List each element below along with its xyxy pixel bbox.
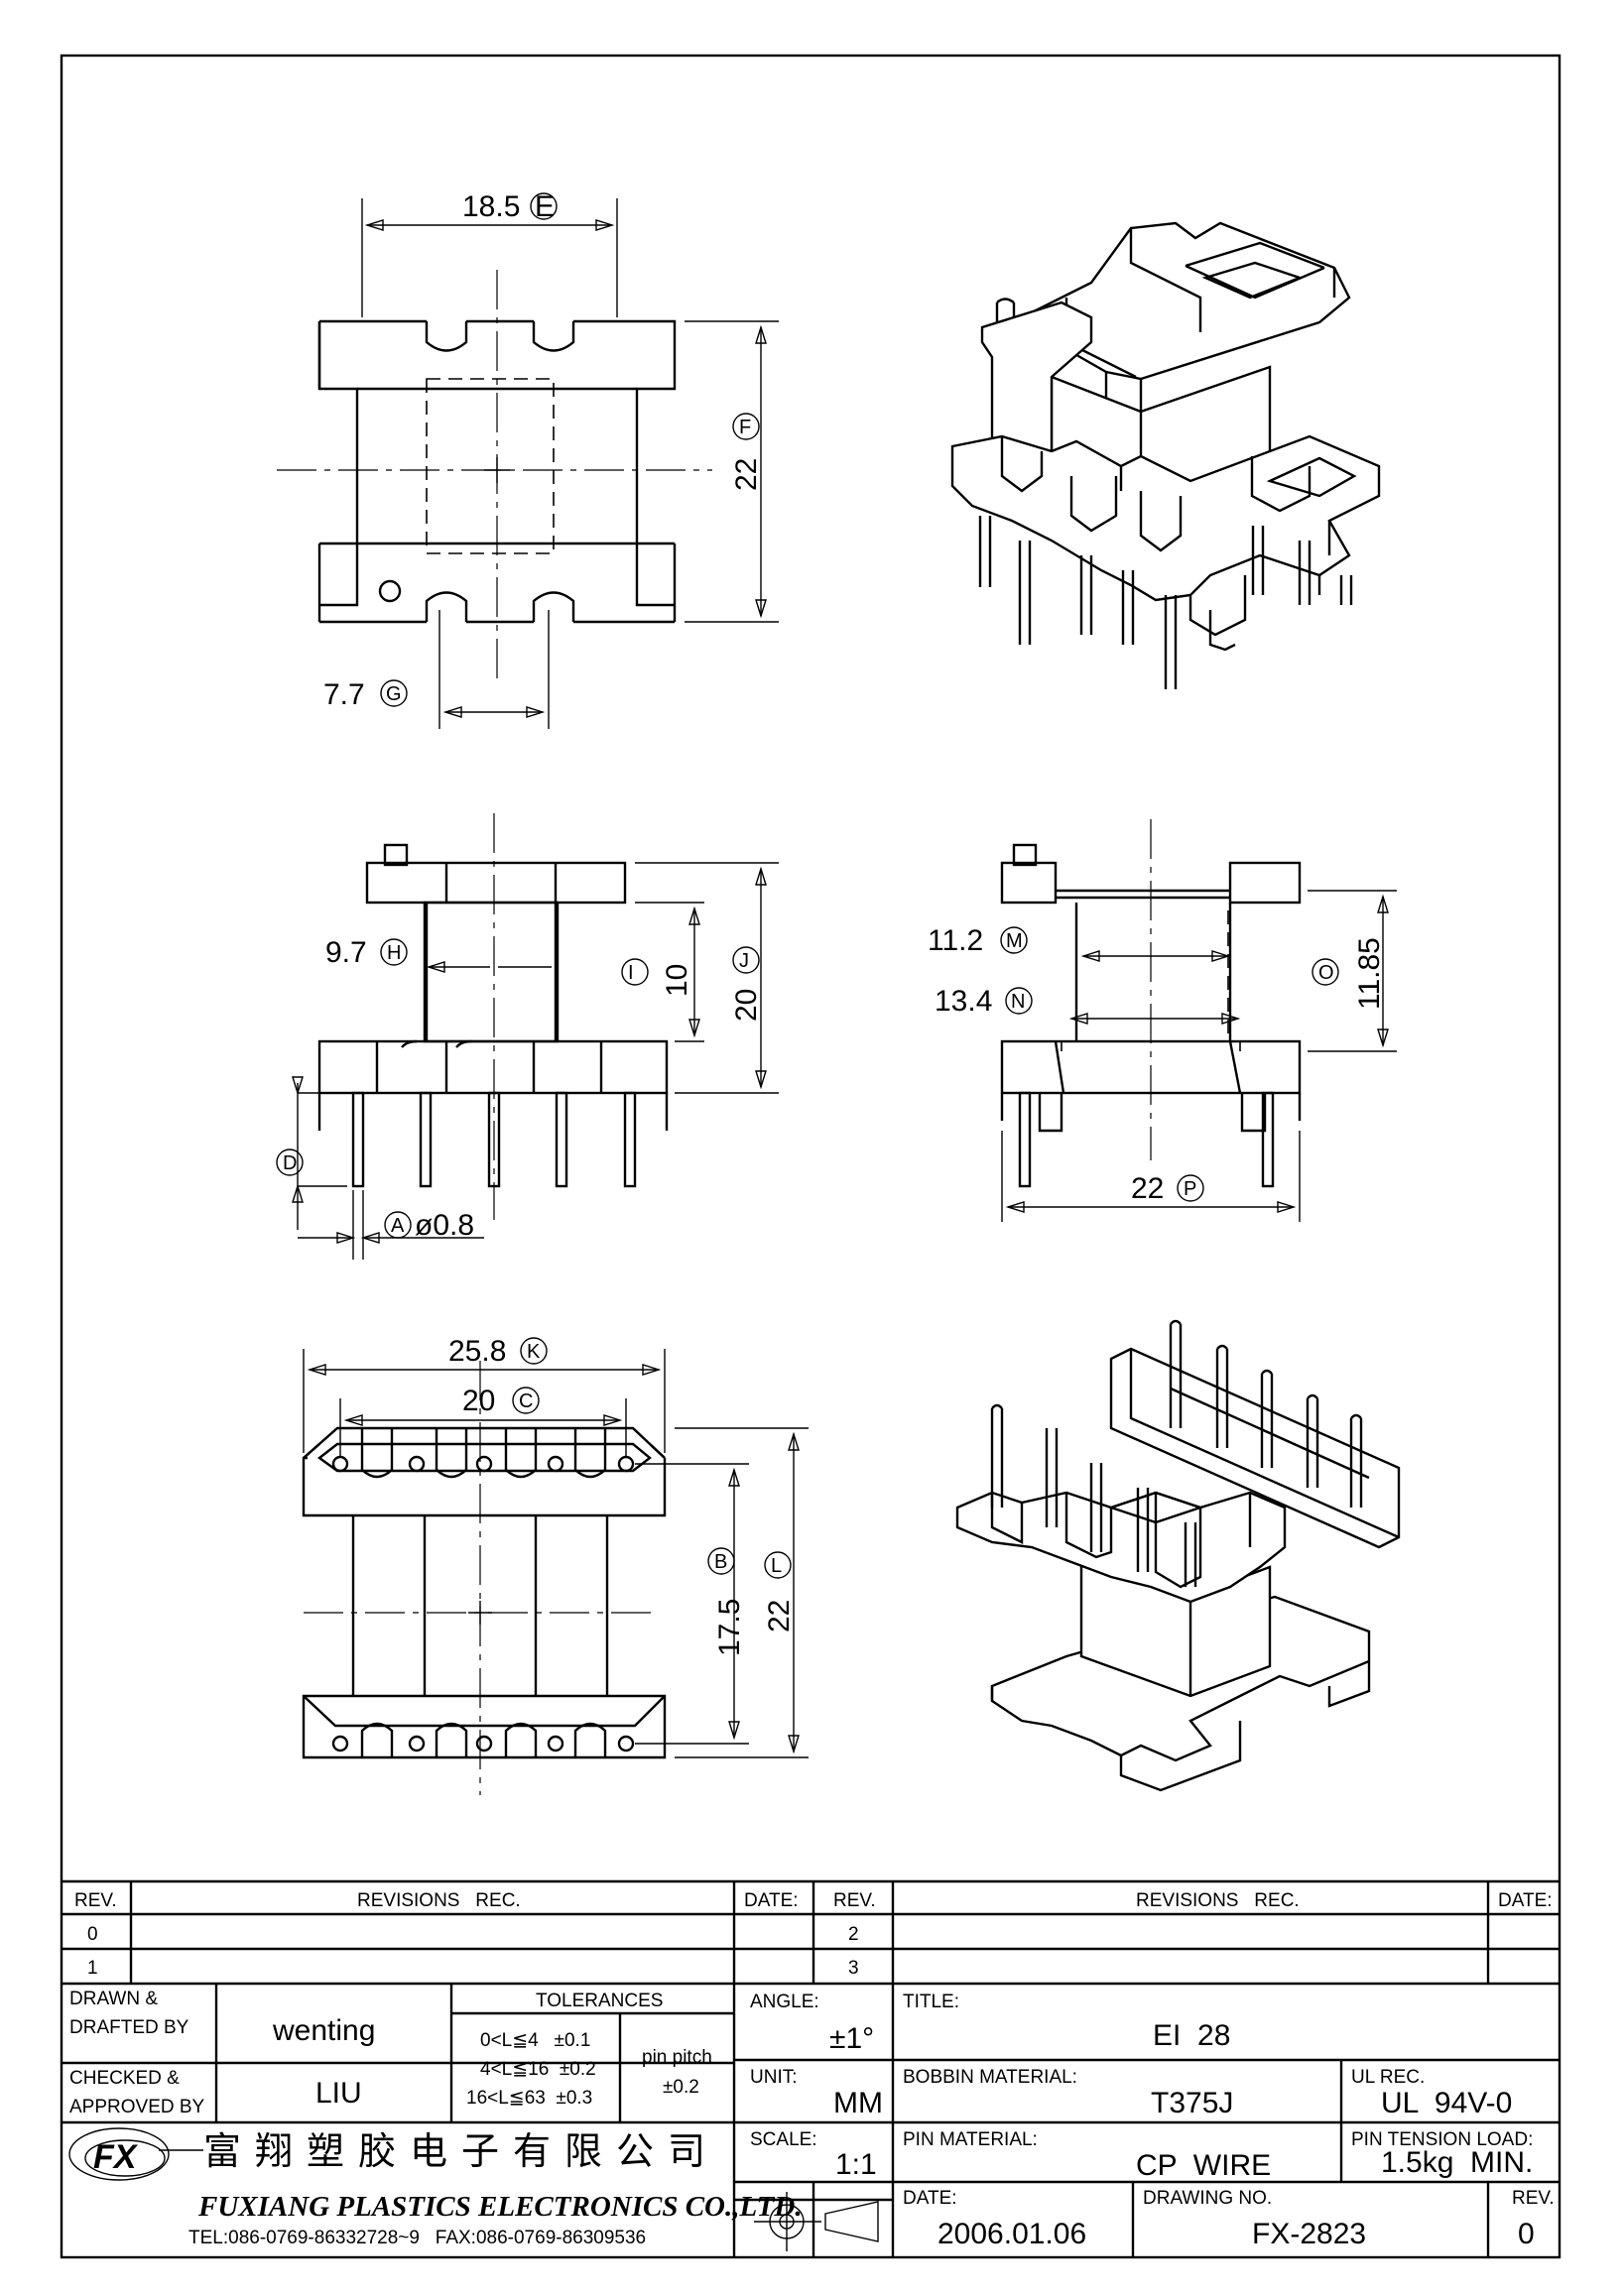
dim-letter-i: I <box>628 962 634 984</box>
dim-letter-f: F <box>739 417 751 438</box>
pin-tension-label: PIN TENSION LOAD: <box>1351 2129 1533 2150</box>
checked-label-1: CHECKED & <box>69 2068 180 2089</box>
angle-label: ANGLE: <box>750 1992 819 2012</box>
dim-width-m: 11.2 <box>928 924 983 957</box>
dim-width-p: 22 <box>1131 1172 1164 1205</box>
tol-row-3: 16<L≦63 ±0.3 <box>466 2088 592 2109</box>
dim-width-c: 20 <box>462 1385 495 1417</box>
isometric-view-top <box>950 221 1381 689</box>
dim-letter-j: J <box>739 950 749 972</box>
dim-letter-h: H <box>387 942 401 964</box>
pin-pitch-value: ±0.2 <box>663 2077 699 2098</box>
ul-value: UL 94V-0 <box>1381 2087 1512 2119</box>
dim-letter-a: A <box>391 1215 405 1237</box>
front-view: 9.7 H 10 I 20 J D A ø0.8 <box>276 813 779 1260</box>
bottom-view: 25.8 K 20 C 17.5 B 22 L <box>302 1335 809 1795</box>
dim-pin-a: ø0.8 <box>415 1209 474 1242</box>
rec-header-left: REVISIONS REC. <box>357 1890 521 1911</box>
dim-width-e: 18.5 <box>462 190 520 223</box>
drawn-value: wenting <box>272 2014 375 2047</box>
drawing-no-value: FX-2823 <box>1252 2218 1366 2250</box>
pin-material-label: PIN MATERIAL: <box>903 2129 1038 2150</box>
logo-letters: FX <box>93 2138 139 2176</box>
drawn-label-2: DRAFTED BY <box>69 2017 189 2038</box>
unit-label: UNIT: <box>750 2067 798 2088</box>
pin-material-value: CP WIRE <box>1136 2149 1271 2182</box>
dim-letter-p: P <box>1184 1178 1196 1200</box>
dim-height-j: 20 <box>730 989 763 1022</box>
rev-row-3: 3 <box>848 1958 859 1979</box>
revision-table: REV. REVISIONS REC. DATE: REV. REVISIONS… <box>62 1879 1560 1986</box>
drawing-frame <box>60 54 1562 2259</box>
title-value: EI 28 <box>1153 2019 1230 2052</box>
company-contact: TEL:086-0769-86332728~9 FAX:086-0769-863… <box>188 2228 646 2248</box>
isometric-view-bottom <box>955 1319 1401 1792</box>
rev-row-0: 0 <box>87 1924 98 1945</box>
tol-row-1: 0<L≦4 ±0.1 <box>480 2030 590 2051</box>
company-name-cn: 富翔塑胶电子有限公司 <box>203 2129 719 2173</box>
title-block: DRAWN & DRAFTED BY wenting CHECKED & APP… <box>62 1984 1560 2257</box>
ul-label: UL REC. <box>1351 2067 1425 2088</box>
tol-row-2: 4<L≦16 ±0.2 <box>480 2059 596 2080</box>
dim-width-n: 13.4 <box>935 985 992 1018</box>
dim-height-f: 22 <box>730 458 763 491</box>
rev-value: 0 <box>1518 2218 1535 2250</box>
dim-letter-l: L <box>771 1555 782 1577</box>
rec-header-right: REVISIONS REC. <box>1136 1890 1300 1911</box>
company-logo-icon: FX <box>68 2127 203 2181</box>
checked-value: LIU <box>315 2077 362 2110</box>
date-header-right: DATE: <box>1498 1890 1553 1911</box>
rev-label: REV. <box>1512 2188 1555 2209</box>
rev-header-left: REV. <box>74 1890 117 1911</box>
bobbin-label: BOBBIN MATERIAL: <box>903 2067 1077 2088</box>
dim-letter-b: B <box>714 1551 727 1573</box>
rev-header-right: REV. <box>833 1890 876 1911</box>
bobbin-value: T375J <box>1151 2087 1233 2119</box>
date-header-left: DATE: <box>744 1890 799 1911</box>
dim-width-g: 7.7 <box>323 678 365 711</box>
projection-symbol-icon <box>754 2192 879 2251</box>
scale-label: SCALE: <box>750 2129 817 2150</box>
tolerances-label: TOLERANCES <box>536 1991 663 2011</box>
dim-letter-k: K <box>527 1341 541 1363</box>
dim-letter-m: M <box>1006 930 1023 952</box>
company-name-en: FUXIANG PLASTICS ELECTRONICS CO.,LTD. <box>197 2191 803 2223</box>
top-view: 18.5 E 22 F 7.7 G <box>277 190 779 729</box>
dim-width-k: 25.8 <box>448 1335 506 1368</box>
dim-letter-n: N <box>1011 991 1025 1013</box>
drawing-no-label: DRAWING NO. <box>1143 2188 1272 2209</box>
dim-letter-e: E <box>535 190 555 223</box>
pin-tension-value: 1.5kg MIN. <box>1381 2146 1533 2179</box>
dim-letter-c: C <box>519 1390 533 1412</box>
unit-value: MM <box>833 2087 883 2119</box>
dim-height-o: 11.85 <box>1353 937 1386 1010</box>
dim-height-i: 10 <box>661 964 693 997</box>
scale-value: 1:1 <box>835 2148 877 2181</box>
dim-width-h: 9.7 <box>325 936 367 969</box>
side-view: 11.2 M 13.4 N 11.85 O 22 P <box>928 819 1397 1222</box>
rev-row-2: 2 <box>848 1924 859 1945</box>
company-block: FX 富翔塑胶电子有限公司 FUXIANG PLASTICS ELECTRONI… <box>68 2127 803 2248</box>
dim-height-l: 22 <box>763 1600 796 1632</box>
pin-pitch-label: pin pitch <box>642 2047 712 2068</box>
checked-label-2: APPROVED BY <box>69 2097 205 2117</box>
dim-letter-d: D <box>283 1152 297 1174</box>
date-value: 2006.01.06 <box>937 2218 1086 2250</box>
dim-letter-o: O <box>1318 962 1334 984</box>
date-label: DATE: <box>903 2188 957 2209</box>
dim-letter-g: G <box>386 683 402 705</box>
rev-row-1: 1 <box>87 1958 98 1979</box>
drawn-label-1: DRAWN & <box>69 1989 158 2009</box>
dim-height-b: 17.5 <box>713 1599 746 1656</box>
title-label: TITLE: <box>903 1992 959 2012</box>
angle-value: ±1° <box>829 2022 874 2055</box>
